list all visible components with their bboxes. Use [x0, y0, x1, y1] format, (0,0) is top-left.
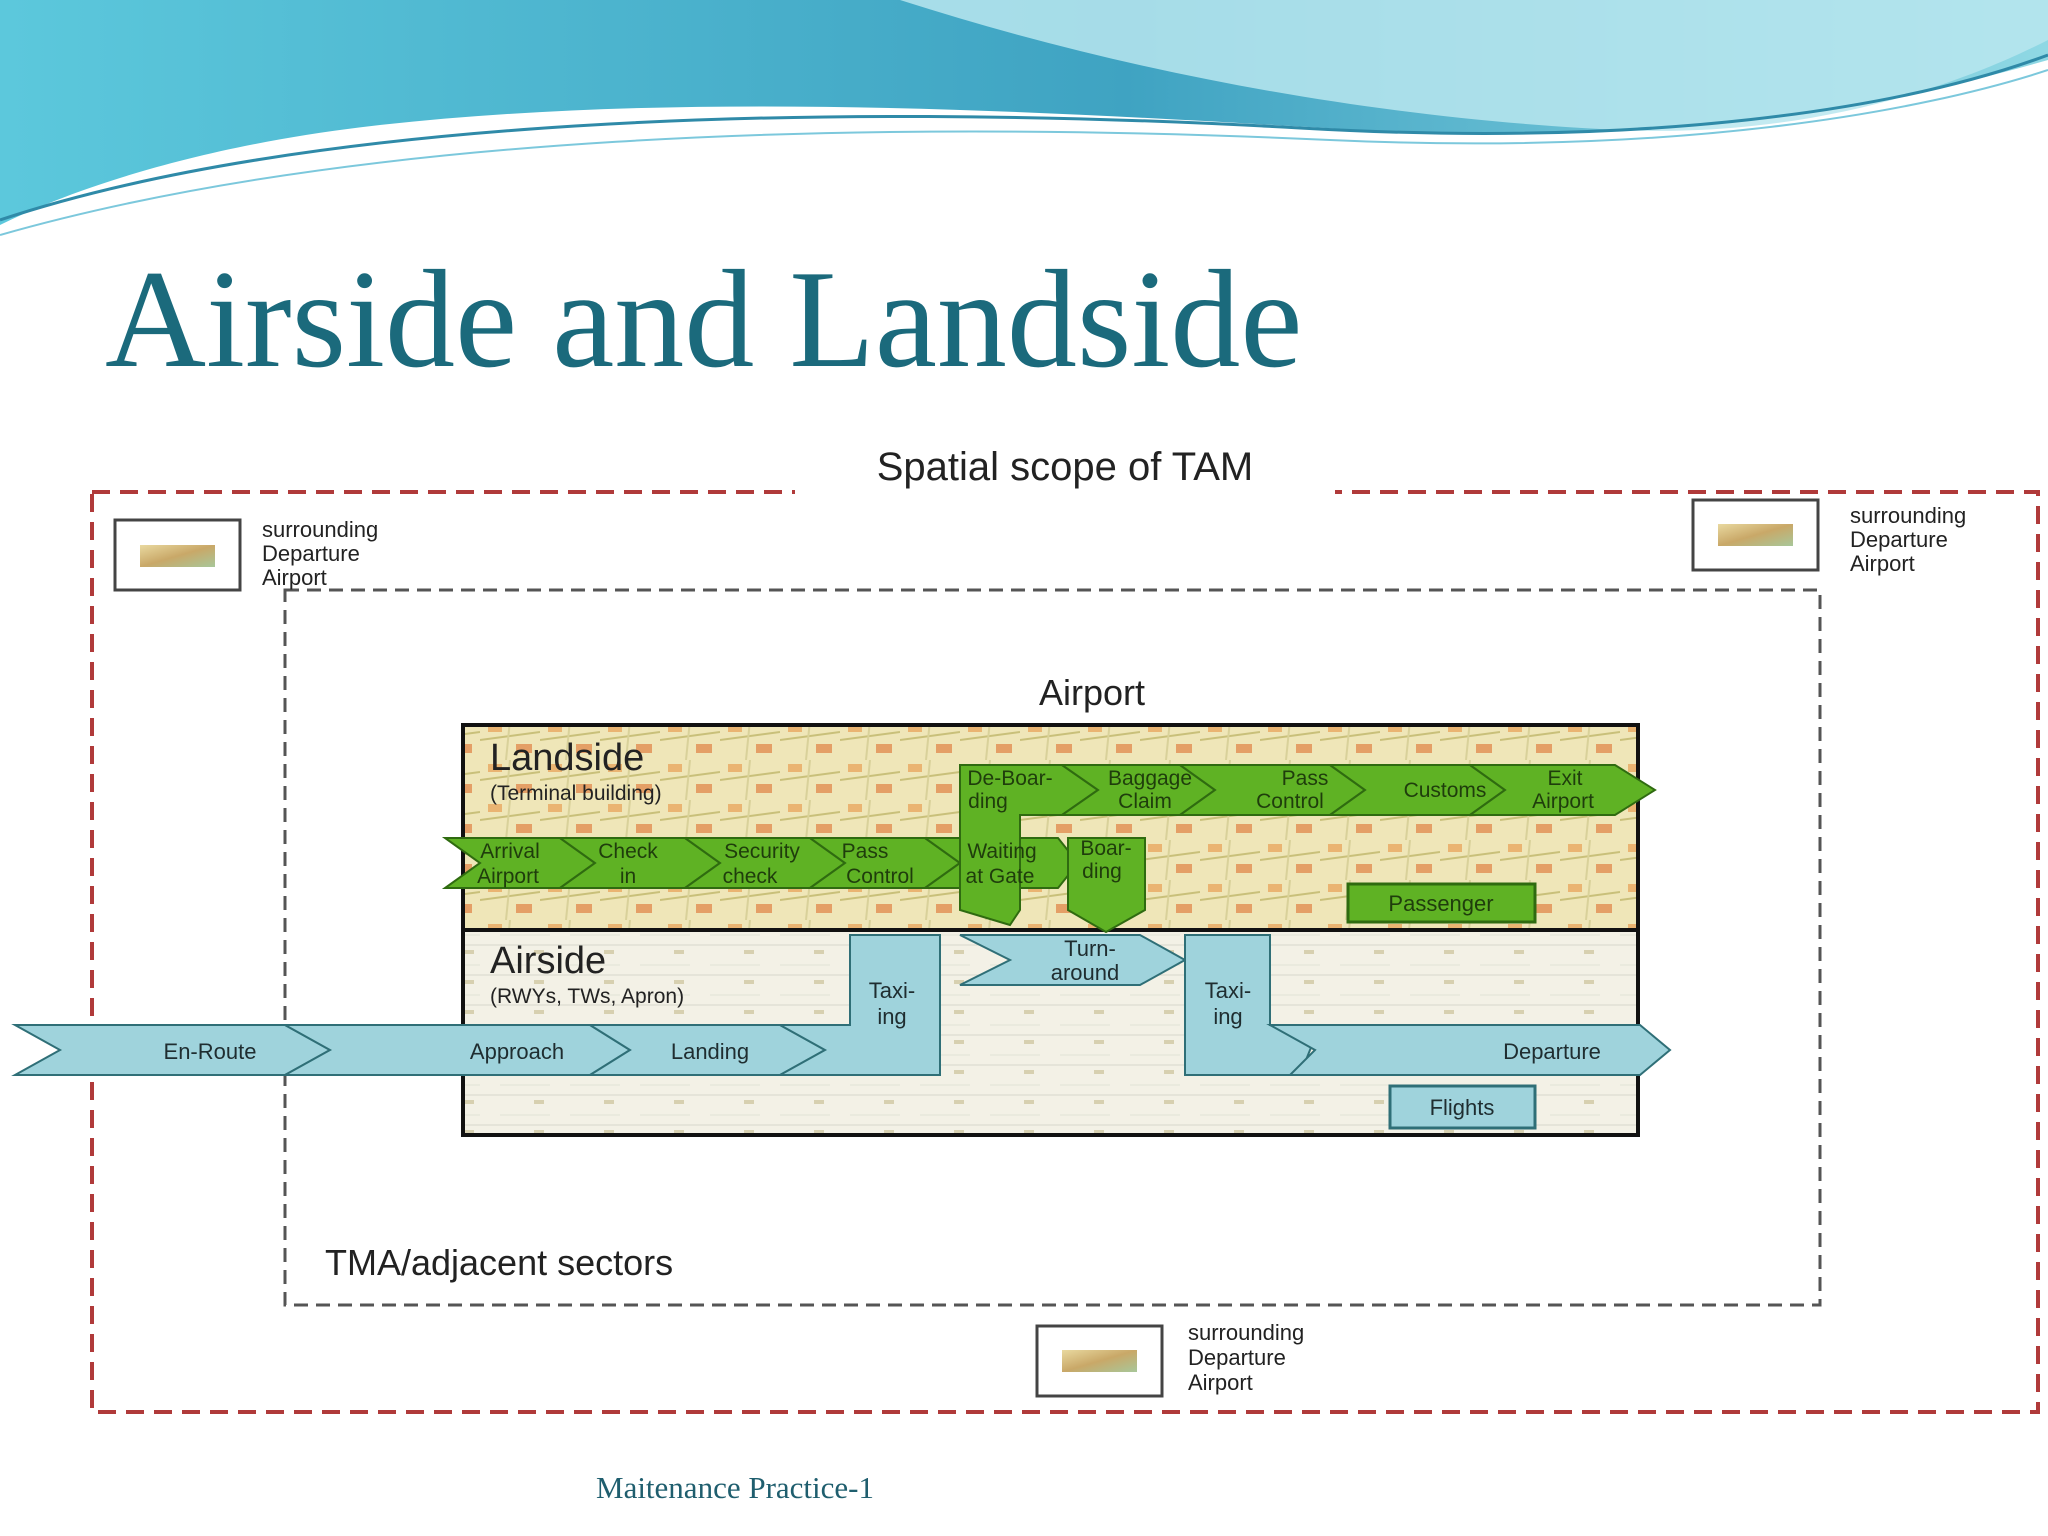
exit-airport-label-line1: Exit: [1547, 767, 1582, 790]
landside-subtitle: (Terminal building): [490, 782, 662, 805]
security-check-label-line1: Security: [724, 840, 800, 863]
arrival-airport-label-line1: Arrival: [480, 840, 540, 863]
airport-thumbnail-image: [1062, 1350, 1137, 1372]
approach-label: Approach: [470, 1039, 564, 1064]
passenger-legend-box: [1346, 882, 1537, 924]
approach-step: [281, 1024, 632, 1076]
surrounding-line2: Departure: [1850, 527, 1948, 552]
surrounding-airport-bottom: surrounding Departure Airport: [1035, 1320, 1304, 1398]
de-boarding-label-line1: De-Boar-: [967, 767, 1052, 790]
header-wave: [0, 0, 2048, 236]
surrounding-line2: Departure: [262, 541, 360, 566]
surrounding-line1: surrounding: [1188, 1320, 1304, 1345]
passenger-flow: [441, 764, 1657, 934]
turnaround-label-line1: Turn-: [1064, 936, 1116, 961]
security-check-label-line2: check: [723, 865, 778, 888]
taxiing-in-label-line2: ing: [877, 1004, 906, 1029]
tma-frame: [283, 588, 1822, 1307]
surrounding-line3: Airport: [262, 565, 327, 590]
pass-control-in-label-line1: Pass: [1282, 767, 1329, 790]
taxiing-in-step: [776, 934, 941, 1076]
boarding-step: [1067, 837, 1146, 934]
airside-subtitle: (RWYs, TWs, Apron): [490, 985, 684, 1008]
airport-label: Airport: [1039, 672, 1145, 713]
check-in-label-line1: Check: [598, 840, 658, 863]
landing-label: Landing: [671, 1039, 749, 1064]
flight-flow: [11, 934, 1672, 1076]
check-in-label-line2: in: [620, 865, 636, 888]
exit-airport-label-line2: Airport: [1532, 790, 1594, 813]
tam-heading-bg: [795, 440, 1335, 500]
turnaround-step: [959, 934, 1188, 986]
taxiing-out-label-line1: Taxi-: [1205, 978, 1251, 1003]
customs-label: Customs: [1404, 779, 1487, 802]
surrounding-line3: Airport: [1850, 551, 1915, 576]
boarding-label-line2: ding: [1082, 860, 1122, 883]
surrounding-line2: Departure: [1188, 1345, 1286, 1370]
de-boarding-label-line2: ding: [968, 790, 1008, 813]
passenger-legend-label: Passenger: [1388, 891, 1493, 916]
slide-title: Airside and Landside: [105, 242, 1303, 397]
pass-control-out-label-line2: Control: [846, 865, 914, 888]
surrounding-line1: surrounding: [262, 517, 378, 542]
passenger-flow-labels: Arrival Airport Check in Security check …: [477, 767, 1594, 888]
airport-thumbnail-image: [140, 545, 215, 567]
tma-label: TMA/adjacent sectors: [325, 1242, 673, 1283]
pass-control-in-label-line2: Control: [1256, 790, 1324, 813]
waiting-at-gate-label-line2: at Gate: [966, 865, 1035, 888]
surrounding-airport-top-left: surrounding Departure Airport: [113, 517, 378, 592]
en-route-label: En-Route: [164, 1039, 257, 1064]
tam-heading: Spatial scope of TAM: [877, 445, 1253, 489]
departure-step: [1266, 1024, 1672, 1076]
surrounding-line3: Airport: [1188, 1370, 1253, 1395]
baggage-claim-label-line1: Baggage: [1108, 767, 1192, 790]
turnaround-label-line2: around: [1051, 960, 1120, 985]
slide-footer: Maitenance Practice-1: [596, 1470, 874, 1505]
taxiing-in-label-line1: Taxi-: [869, 978, 915, 1003]
baggage-claim-label-line2: Claim: [1118, 790, 1172, 813]
landside-title: Landside: [490, 737, 644, 779]
departure-label: Departure: [1503, 1039, 1601, 1064]
taxiing-out-label-line2: ing: [1213, 1004, 1242, 1029]
waiting-at-gate-label-line1: Waiting: [967, 840, 1036, 863]
tam-scope-frame: [90, 490, 2040, 1414]
airside-title: Airside: [490, 940, 606, 982]
exit-airport-step: [1466, 764, 1657, 816]
surrounding-line1: surrounding: [1850, 503, 1966, 528]
boarding-label-line1: Boar-: [1080, 837, 1131, 860]
flight-flow-labels: En-Route Approach Landing Taxi- ing Turn…: [164, 936, 1601, 1064]
flights-legend-box: [1388, 1084, 1537, 1130]
arrival-airport-label-line2: Airport: [477, 865, 539, 888]
surrounding-airport-top-right: surrounding Departure Airport: [1691, 498, 1966, 576]
airport-thumbnail-image: [1718, 524, 1793, 546]
pass-control-out-label-line1: Pass: [842, 840, 889, 863]
flights-legend-label: Flights: [1430, 1095, 1495, 1120]
